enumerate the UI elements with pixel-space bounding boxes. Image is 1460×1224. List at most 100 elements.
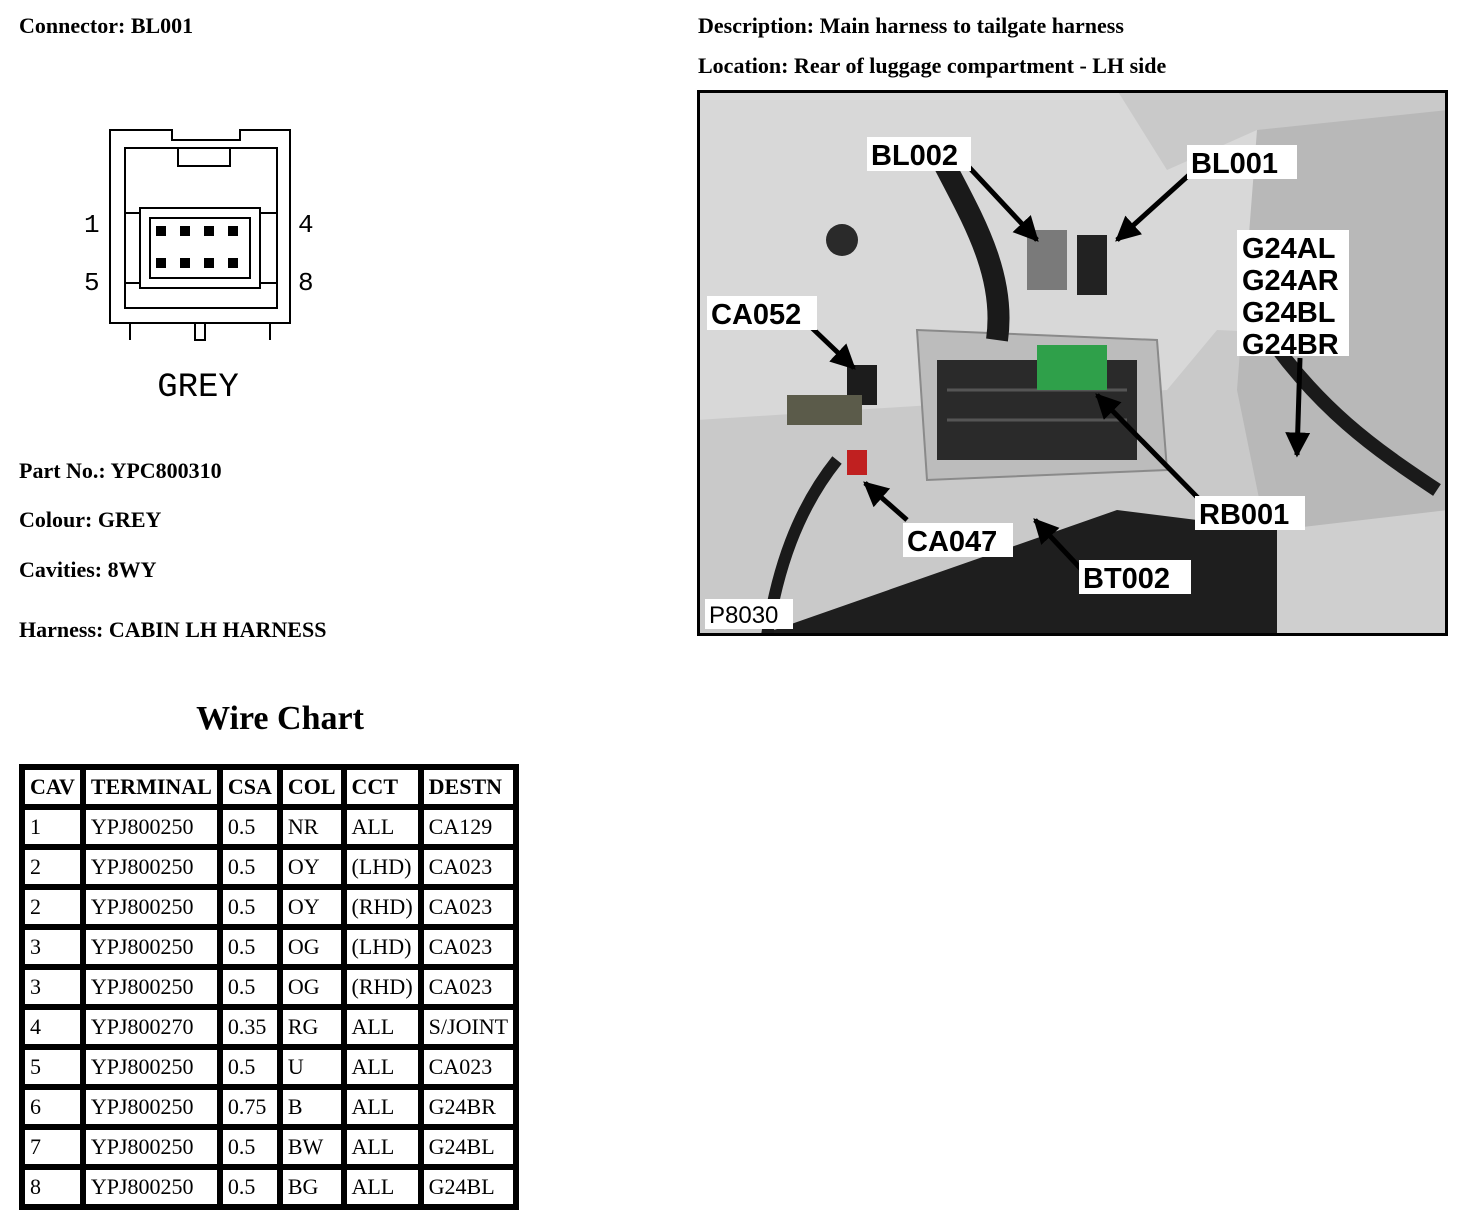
- cell-csa: 0.5: [219, 1047, 280, 1087]
- cell-destn: CA023: [420, 1047, 517, 1087]
- connector-cavity-inset: [149, 217, 251, 279]
- cell-cav: 8: [22, 1167, 83, 1207]
- cell-cct: (LHD): [343, 927, 421, 967]
- cell-cct: ALL: [343, 1007, 421, 1047]
- cavities-value: 8WY: [107, 557, 157, 582]
- photo-harness-bl002: [927, 145, 1010, 342]
- cell-cav: 6: [22, 1087, 83, 1127]
- cell-terminal: YPJ800250: [82, 847, 220, 887]
- cell-col: RG: [279, 1007, 344, 1047]
- connector-side-notch-right: [260, 212, 277, 284]
- callout-arrow-rb001: [1095, 393, 1204, 504]
- header-terminal: TERMINAL: [82, 767, 220, 807]
- cell-terminal: YPJ800250: [82, 927, 220, 967]
- cell-terminal: YPJ800250: [82, 967, 220, 1007]
- callout-arrow-g24: [1285, 357, 1311, 458]
- cell-cct: ALL: [343, 1087, 421, 1127]
- cell-cav: 2: [22, 847, 83, 887]
- cell-cct: (RHD): [343, 887, 421, 927]
- callout-label-g24bl: G24BL: [1242, 297, 1335, 329]
- cell-cav: 2: [22, 887, 83, 927]
- photo-carpet: [1277, 510, 1448, 636]
- connector-face-diagram: 1 4 5 8 GREY: [84, 129, 314, 407]
- callout-label-ca052: CA052: [711, 299, 801, 331]
- cell-destn: CA023: [420, 967, 517, 1007]
- pin-5: [156, 258, 166, 268]
- cell-destn: G24BL: [420, 1127, 517, 1167]
- cell-terminal: YPJ800270: [82, 1007, 220, 1047]
- colour-key: Colour:: [19, 507, 93, 532]
- cell-col: OG: [279, 927, 344, 967]
- callout-arrow-bt002: [1033, 518, 1084, 572]
- photo-connector-ca047: [847, 450, 867, 475]
- cell-col: OG: [279, 967, 344, 1007]
- header-destn: DESTN: [420, 767, 517, 807]
- cell-terminal: YPJ800250: [82, 887, 220, 927]
- callout-label-g24al: G24AL: [1242, 233, 1335, 265]
- callout-arrow-ca047: [863, 481, 909, 522]
- part-no-key: Part No.:: [19, 458, 106, 483]
- cell-col: NR: [279, 807, 344, 847]
- photo-floor: [757, 510, 1277, 636]
- callout-bg-rb001: [1195, 496, 1305, 530]
- pin-label-1: 1: [84, 210, 100, 240]
- cell-cav: 7: [22, 1127, 83, 1167]
- header-col: COL: [279, 767, 344, 807]
- pin-label-8: 8: [298, 268, 314, 298]
- cell-csa: 0.5: [219, 887, 280, 927]
- cell-terminal: YPJ800250: [82, 1047, 220, 1087]
- header-cav: CAV: [22, 767, 83, 807]
- table-header-row: CAV TERMINAL CSA COL CCT DESTN: [22, 767, 517, 807]
- cell-terminal: YPJ800250: [82, 807, 220, 847]
- cell-csa: 0.5: [219, 807, 280, 847]
- pin-label-4: 4: [298, 210, 314, 240]
- callout-arrow-bl002: [965, 163, 1039, 242]
- cell-destn: S/JOINT: [420, 1007, 517, 1047]
- callout-bg-ca052: [707, 296, 817, 330]
- cell-cct: ALL: [343, 1047, 421, 1087]
- photo-bracket-ca052: [787, 395, 862, 425]
- cell-terminal: YPJ800250: [82, 1127, 220, 1167]
- cell-destn: CA023: [420, 847, 517, 887]
- harness-key: Harness:: [19, 617, 104, 642]
- cell-col: U: [279, 1047, 344, 1087]
- pin-7: [204, 258, 214, 268]
- photo-connector-rb001: [1037, 345, 1107, 390]
- cell-csa: 0.5: [219, 1167, 280, 1207]
- cell-destn: CA129: [420, 807, 517, 847]
- cell-cav: 4: [22, 1007, 83, 1047]
- harness-value: CABIN LH HARNESS: [108, 617, 327, 642]
- cell-terminal: YPJ800250: [82, 1087, 220, 1127]
- harness-label: Harness: CABIN LH HARNESS: [19, 619, 326, 641]
- connector-side-notch-left: [125, 212, 140, 284]
- photo-connector-bl001: [1077, 235, 1107, 295]
- callout-label-bl001: BL001: [1191, 148, 1278, 180]
- cell-terminal: YPJ800250: [82, 1167, 220, 1207]
- description-label: Description: Main harness to tailgate ha…: [698, 15, 1124, 37]
- callout-arrow-ca052: [810, 326, 856, 370]
- cell-cct: ALL: [343, 1127, 421, 1167]
- header-csa: CSA: [219, 767, 280, 807]
- location-label: Location: Rear of luggage compartment - …: [698, 55, 1166, 77]
- callout-bg-bt002: [1079, 560, 1191, 594]
- cell-cct: ALL: [343, 807, 421, 847]
- diagram-colour-label: GREY: [157, 369, 239, 407]
- callout-label-ca047: CA047: [907, 526, 997, 558]
- cell-col: OY: [279, 847, 344, 887]
- header-cct: CCT: [343, 767, 421, 807]
- cell-cav: 1: [22, 807, 83, 847]
- location-label-value: Rear of luggage compartment - LH side: [793, 53, 1167, 78]
- connector-label: Connector: BL001: [19, 15, 193, 37]
- callout-label-rb001: RB001: [1199, 499, 1289, 531]
- callout-label-bt002: BT002: [1083, 563, 1170, 595]
- connector-foot-mid: [194, 323, 206, 341]
